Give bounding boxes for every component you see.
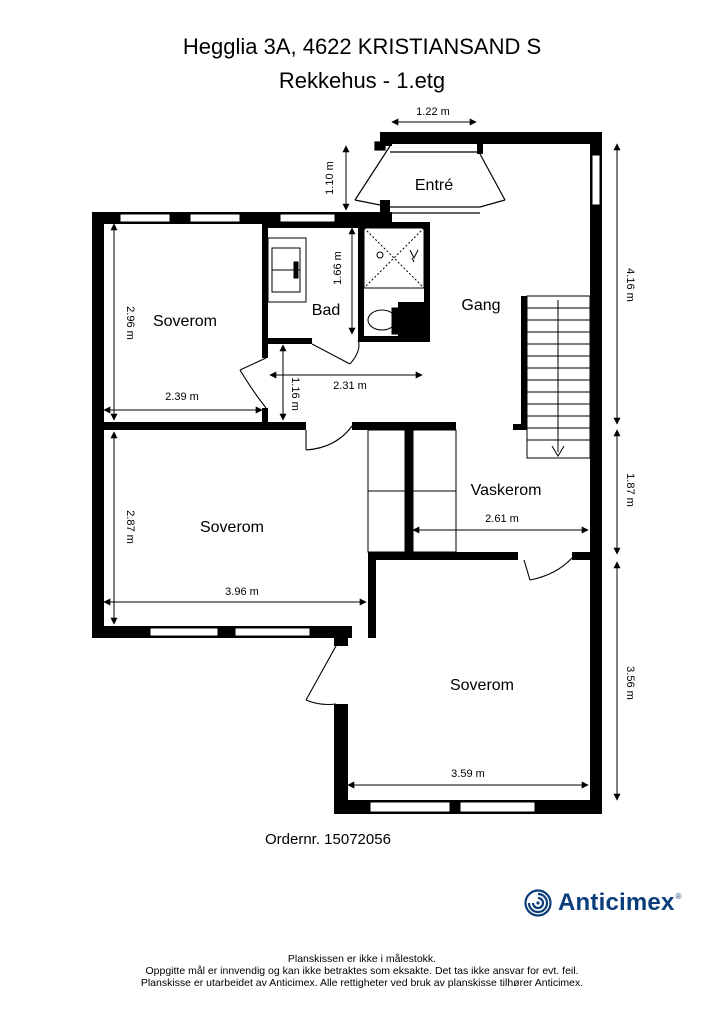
doors [239,357,573,706]
dim-soverom1-height: 2.96 m [124,306,136,340]
stairs [526,295,591,459]
room-bad: Bad [312,302,340,319]
dim-soverom2-height: 2.87 m [124,510,136,544]
windows [119,154,601,813]
bath-fixtures [267,227,425,365]
dim-soverom1-width: 2.39 m [165,391,199,403]
vaskerom-cabinets [367,429,457,553]
room-soverom-1: Soverom [153,313,217,330]
entre-door [354,141,506,214]
room-gang: Gang [461,297,500,314]
footer-line-1: Planskissen er ikke i målestokk. [287,953,437,965]
footer-line-2: Oppgitte mål er innvendig og kan ikke be… [145,965,579,977]
dim-right-lower: 3.56 m [624,666,636,700]
plan-title: Hegglia 3A, 4622 KRISTIANSAND S [182,34,542,59]
dim-right-middle: 1.87 m [624,473,636,507]
dim-soverom3-width: 3.59 m [451,768,485,780]
dimension-labels: 1.22 m 1.10 m 1.66 m 2.96 m 2.39 m 2.31 … [124,106,636,780]
room-entre: Entré [415,177,453,194]
footer-line-3: Planskisse er utarbeidet av Anticimex. A… [140,977,584,989]
room-labels: Entré Bad Gang Soverom Vaskerom Soverom … [153,177,541,694]
dimension-lines [103,118,621,801]
room-soverom-2: Soverom [200,519,264,536]
dim-gang-small: 1.16 m [289,377,301,411]
room-vaskerom: Vaskerom [471,482,542,499]
dim-gang-width: 2.31 m [333,380,367,392]
anticimex-logo: Anticimex ® [524,886,681,920]
room-soverom-3: Soverom [450,677,514,694]
dim-entre-width: 1.22 m [416,106,450,118]
order-number: Ordernr. 15072056 [265,831,391,848]
anticimex-logo-text: Anticimex [558,889,675,916]
anticimex-logo-registered: ® [675,892,682,901]
dim-soverom2-width: 3.96 m [225,586,259,598]
dim-vaskerom-width: 2.61 m [485,513,519,525]
plan-subtitle: Rekkehus - 1.etg [278,68,446,93]
anticimex-logo-icon [524,889,552,917]
walls [92,132,602,814]
dim-bad-height: 1.66 m [332,251,344,285]
dim-right-upper: 4.16 m [624,268,636,302]
dim-entre-depth: 1.10 m [324,161,336,195]
